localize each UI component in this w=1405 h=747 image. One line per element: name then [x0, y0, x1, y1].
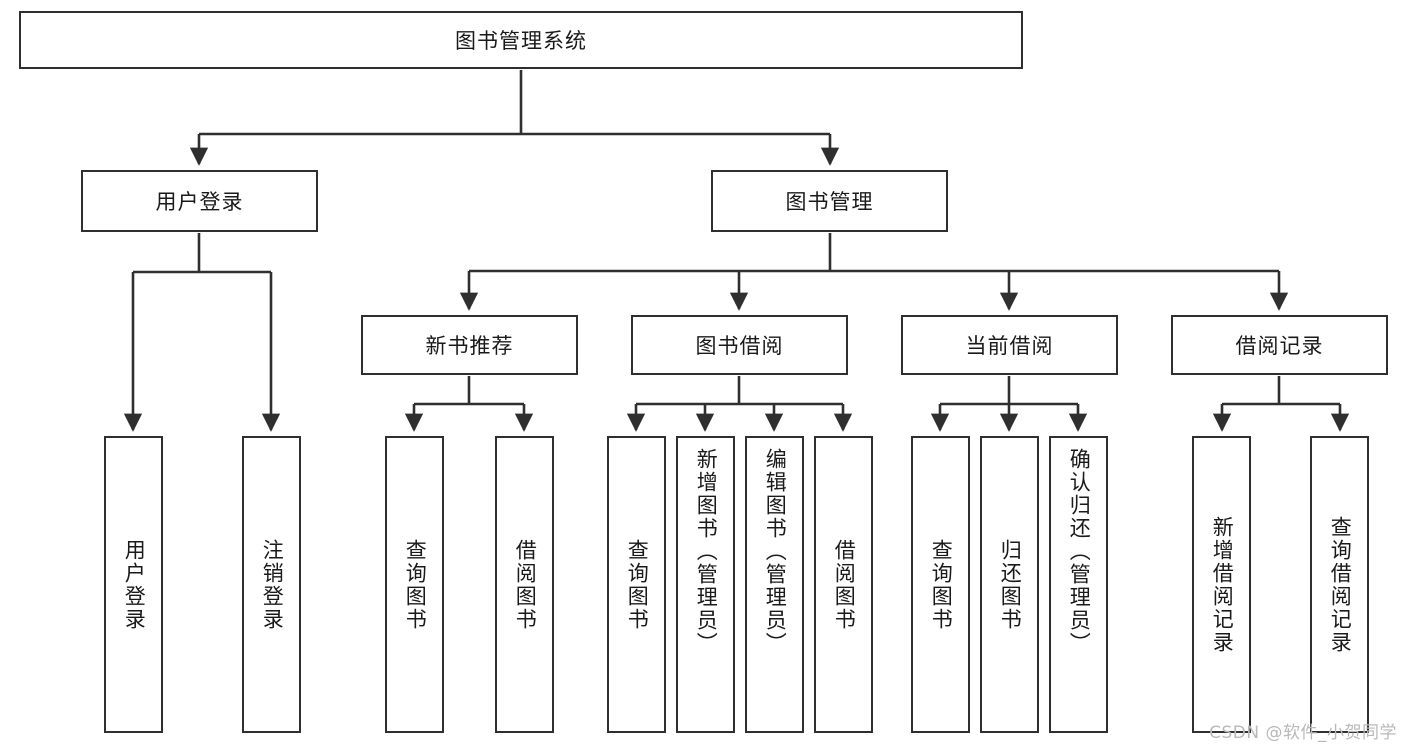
node-root[interactable]: 图书管理系统	[19, 11, 1023, 69]
leaf-current-borrow-1[interactable]: 查询图书	[911, 436, 970, 733]
node-root-label: 图书管理系统	[455, 29, 587, 53]
leaf-label: 归还图书	[998, 538, 1023, 631]
leaf-label: 查询图书	[403, 538, 428, 631]
leaf-label: 新增图书（管理员）	[694, 448, 719, 655]
leaf-label: 查询图书	[929, 538, 954, 631]
leaf-label: 借阅图书	[832, 538, 857, 631]
leaf-current-borrow-2[interactable]: 归还图书	[980, 436, 1039, 733]
leaf-book-borrow-1[interactable]: 查询图书	[607, 436, 666, 733]
node-current-borrow[interactable]: 当前借阅	[901, 315, 1118, 375]
leaf-user-login-2[interactable]: 注销登录	[242, 436, 301, 733]
leaf-user-login-1[interactable]: 用户登录	[104, 436, 163, 733]
node-user-login-label: 用户登录	[155, 190, 244, 214]
leaf-borrow-record-1[interactable]: 新增借阅记录	[1192, 436, 1251, 733]
leaf-new-book-1[interactable]: 查询图书	[385, 436, 444, 733]
node-borrow-record-label: 借阅记录	[1235, 334, 1324, 358]
leaf-label: 用户登录	[122, 538, 147, 631]
leaf-current-borrow-3[interactable]: 确认归还（管理员）	[1049, 436, 1108, 733]
leaf-label: 借阅图书	[513, 538, 538, 631]
leaf-book-borrow-4[interactable]: 借阅图书	[814, 436, 873, 733]
leaf-borrow-record-2[interactable]: 查询借阅记录	[1310, 436, 1369, 733]
node-book-borrow[interactable]: 图书借阅	[631, 315, 848, 375]
node-current-borrow-label: 当前借阅	[965, 334, 1054, 358]
node-user-login[interactable]: 用户登录	[81, 170, 318, 232]
node-borrow-record[interactable]: 借阅记录	[1171, 315, 1388, 375]
node-new-book-recommend[interactable]: 新书推荐	[361, 315, 578, 375]
leaf-label: 新增借阅记录	[1210, 515, 1235, 654]
node-new-book-recommend-label: 新书推荐	[425, 334, 514, 358]
node-book-management-label: 图书管理	[785, 190, 874, 214]
leaf-label: 确认归还（管理员）	[1067, 448, 1092, 655]
leaf-book-borrow-3[interactable]: 编辑图书（管理员）	[745, 436, 804, 733]
leaf-new-book-2[interactable]: 借阅图书	[495, 436, 554, 733]
leaf-label: 注销登录	[260, 538, 285, 631]
leaf-label: 查询借阅记录	[1328, 515, 1353, 654]
leaf-label: 查询图书	[625, 538, 650, 631]
node-book-management[interactable]: 图书管理	[711, 170, 948, 232]
leaf-label: 编辑图书（管理员）	[763, 448, 788, 655]
node-book-borrow-label: 图书借阅	[695, 334, 784, 358]
leaf-book-borrow-2[interactable]: 新增图书（管理员）	[676, 436, 735, 733]
